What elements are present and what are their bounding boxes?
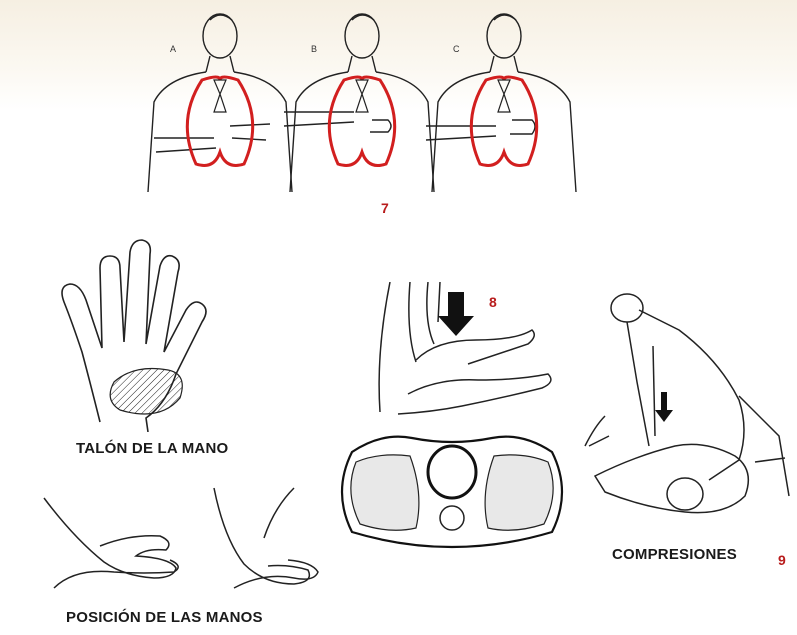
spine-section (440, 506, 464, 530)
torsos-illustration (140, 8, 580, 198)
torso-label-b: B (311, 44, 317, 54)
figure-7-torsos (140, 8, 580, 198)
figure-number-9: 9 (778, 552, 786, 568)
figure-8-cross-section (332, 282, 572, 560)
palm-illustration (40, 232, 240, 432)
cross-section-illustration (332, 282, 572, 560)
compressions-illustration (575, 286, 797, 536)
figure-9-compressions (575, 286, 797, 536)
press-down-arrow (438, 292, 474, 336)
palm-figure (40, 232, 240, 432)
torso-a (148, 14, 292, 192)
torso-label-c: C (453, 44, 460, 54)
hands-caption: POSICIÓN DE LAS MANOS (66, 609, 263, 626)
torso-label-a: A (170, 44, 176, 54)
hands-illustration (34, 478, 324, 608)
figure-number-8: 8 (489, 294, 497, 310)
compression-arrow (655, 392, 673, 422)
heart-section (428, 446, 476, 498)
heel-area (110, 369, 182, 415)
hands-figure (34, 478, 324, 608)
palm-caption: TALÓN DE LA MANO (76, 440, 228, 457)
compressions-caption: COMPRESIONES (612, 546, 737, 563)
figure-number-7: 7 (381, 200, 389, 216)
